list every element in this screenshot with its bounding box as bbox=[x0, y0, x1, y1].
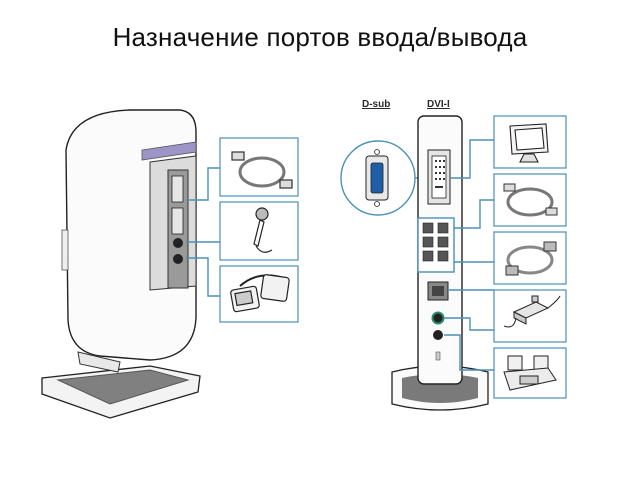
usb-cable-icon bbox=[231, 151, 293, 189]
usb-cable-icon-back bbox=[503, 183, 558, 217]
pc-back-view bbox=[391, 115, 489, 411]
pc-side-view bbox=[41, 109, 201, 419]
power-adapter-icon bbox=[503, 295, 561, 328]
dsub-label: D-sub bbox=[362, 99, 391, 110]
monitor-icon bbox=[509, 123, 549, 163]
network-cable-icon bbox=[505, 241, 557, 276]
speakers-icon bbox=[503, 355, 557, 391]
dsub-zoom bbox=[340, 140, 416, 216]
slide-title: Назначение портов ввода/вывода bbox=[112, 22, 528, 52]
dvi-label: DVI-I bbox=[427, 99, 450, 110]
back-connector-lines bbox=[444, 139, 494, 371]
side-connector-lines bbox=[186, 167, 220, 297]
microphone-icon bbox=[253, 207, 273, 253]
headphones-icon bbox=[230, 274, 290, 313]
